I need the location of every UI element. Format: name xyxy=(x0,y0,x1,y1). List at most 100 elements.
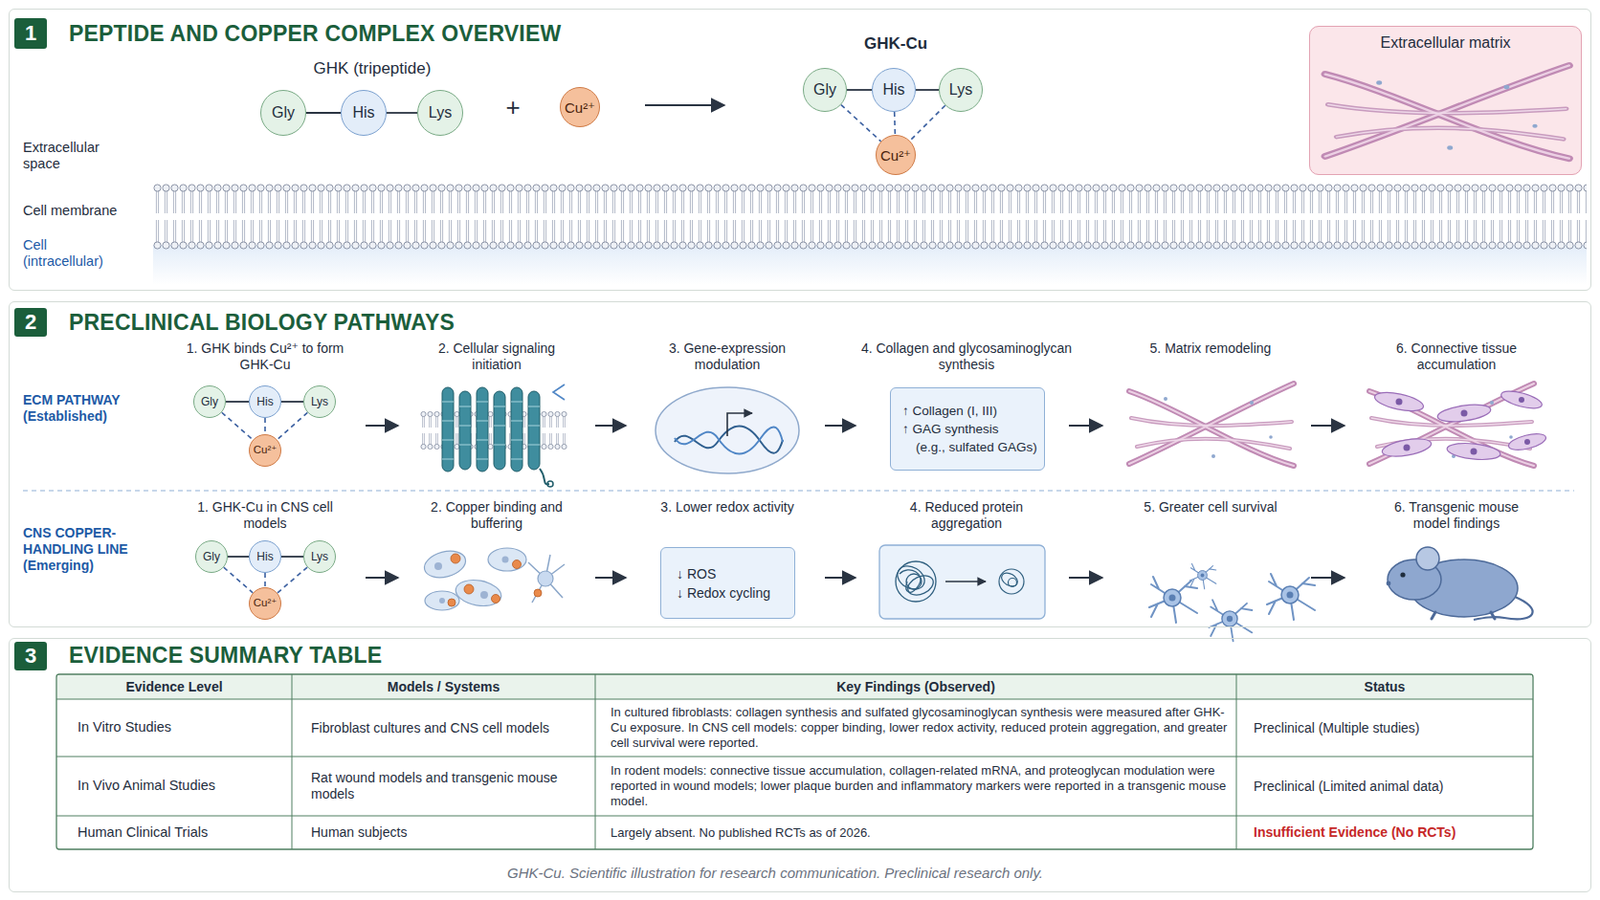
nucleus-illustration-part xyxy=(727,413,753,437)
aggregation-illustration-part xyxy=(945,580,986,583)
receptor-illustration-part xyxy=(553,384,565,400)
step-arrows-part xyxy=(595,577,626,579)
section-heading: PRECLINICAL BIOLOGY PATHWAYS xyxy=(68,309,1591,336)
coordination-bond xyxy=(264,418,267,435)
peptide-bond xyxy=(915,88,939,91)
connective-tissue-illustration-part-part xyxy=(1436,401,1492,425)
table-cell: In cultured fibroblasts: collagen synthe… xyxy=(610,699,1231,757)
receptor-illustration-part xyxy=(442,387,540,472)
nucleus-illustration xyxy=(655,387,800,474)
cns-cells-illustration-part xyxy=(537,571,554,587)
coordination-bond xyxy=(910,105,946,141)
evidence-table-part-part xyxy=(291,674,293,850)
neurons-illustration-part xyxy=(1266,574,1315,621)
cns-cells-illustration-part xyxy=(447,554,542,607)
aggregation-illustration xyxy=(879,545,1045,620)
matrix-box: Extracellular matrix xyxy=(1309,25,1582,176)
coordination-bond xyxy=(893,111,896,135)
peptide-bond xyxy=(846,88,872,91)
node-text: Extracellular matrix xyxy=(1310,34,1581,52)
table-cell: Models / Systems xyxy=(291,674,596,700)
membrane xyxy=(153,183,1587,286)
connective-tissue-illustration-part-part xyxy=(1373,389,1425,415)
ecm-illustration-part xyxy=(1309,25,1582,176)
connective-tissue-illustration-part-part xyxy=(1403,444,1411,452)
node-text: Gly xyxy=(813,82,837,98)
receptor-illustration-part-part xyxy=(476,387,489,472)
aggregation-illustration-part-part xyxy=(893,561,930,595)
membrane-part xyxy=(153,183,1587,250)
step-label: 5. Matrix remodeling xyxy=(1129,340,1292,357)
result-box: ↑ Collagen (I, III)↑ GAG synthesis(e.g.,… xyxy=(889,387,1045,471)
node-text: ↓ Redox cycling xyxy=(676,583,779,603)
cns-cells-illustration-part-part xyxy=(450,554,461,564)
cns-cells-illustration-part-part xyxy=(447,599,456,607)
mouse-illustration-part-part xyxy=(1431,612,1436,620)
table-cell: Rat wound models and transgenic mouse mo… xyxy=(311,756,589,817)
section-heading: PEPTIDE AND COPPER COMPLEX OVERVIEW xyxy=(68,20,1591,47)
table-cell: Evidence Level xyxy=(56,674,292,700)
section-heading: EVIDENCE SUMMARY TABLE xyxy=(68,642,1591,669)
table-cell: Status xyxy=(1236,674,1534,700)
cns-cells-illustration-part-part xyxy=(512,560,522,570)
cns-cells-illustration-part-part xyxy=(453,577,504,610)
peptide-bond xyxy=(281,400,304,403)
cns-cells-illustration-part xyxy=(434,556,510,605)
coordination-bond xyxy=(264,573,267,588)
evidence-table-part-part xyxy=(595,674,597,850)
amino-acid-circle: Gly xyxy=(195,540,228,574)
coordination-bond xyxy=(223,567,253,594)
table-cell: Key Findings (Observed) xyxy=(595,674,1237,700)
node-text: (e.g., sulfated GAGs) xyxy=(902,438,1033,457)
step-label: 2. Copper binding and buffering xyxy=(420,499,574,533)
ecm-illustration xyxy=(1309,25,1582,176)
node-text: ↑ GAG synthesis xyxy=(902,420,1033,439)
section-number: 3 xyxy=(14,642,47,671)
table-cell: In rodent models: connective tissue accu… xyxy=(610,756,1231,817)
node-text: Cu²⁺ xyxy=(253,598,278,610)
connective-tissue-illustration-part xyxy=(1373,388,1548,463)
node-text: Gly xyxy=(271,105,295,121)
connective-tissue-illustration xyxy=(1369,383,1548,467)
cns-cells-illustration-part-part xyxy=(480,591,489,600)
peptide-bond xyxy=(225,400,249,403)
cns-cells-illustration-part xyxy=(528,555,565,603)
cns-cells-illustration-part-part xyxy=(421,547,468,583)
table-cell: In Vitro Studies xyxy=(77,699,289,757)
cns-cells-illustration-part-part xyxy=(464,584,474,595)
amino-acid-circle: Lys xyxy=(303,540,336,574)
amino-acid-circle: Gly xyxy=(260,89,307,136)
evidence-table-part-part xyxy=(56,699,1534,701)
receptor-illustration-part-part xyxy=(493,406,506,445)
step-arrows xyxy=(365,425,1345,578)
connective-tissue-illustration-part-part xyxy=(1396,399,1403,406)
receptor-illustration-part-part xyxy=(459,391,471,470)
table-cell: Insufficient Evidence (No RCTs) xyxy=(1253,816,1527,850)
evidence-table-part-part xyxy=(1236,674,1238,850)
cns-cells-illustration-part-part xyxy=(528,555,565,603)
step-arrows-part xyxy=(365,424,399,427)
receptor-illustration-part-part xyxy=(528,406,540,445)
step-arrows-part xyxy=(1068,577,1103,579)
cns-cells-illustration-part-part xyxy=(434,562,443,571)
section-number-text: 2 xyxy=(24,310,37,335)
step-label: 1. GHK binds Cu²⁺ to form GHK-Cu xyxy=(183,340,347,374)
receptor-illustration-part-part xyxy=(493,391,506,470)
mouse-illustration-part-part xyxy=(1490,612,1495,620)
mouse-illustration-part xyxy=(1400,572,1405,578)
copper-ion-circle: Cu²⁺ xyxy=(248,434,282,467)
step-label: CNS COPPER-HANDLING LINE (Emerging) xyxy=(22,525,186,574)
receptor-illustration-part-part xyxy=(442,387,454,472)
table-cell: Human Clinical Trials xyxy=(77,816,289,850)
table-cell: Largely absent. No published RCTs as of … xyxy=(610,816,1231,850)
connective-tissue-illustration-part-part xyxy=(1445,441,1501,463)
matrix-remodeling-illustration xyxy=(1129,383,1294,467)
section-number-text: 1 xyxy=(24,21,37,46)
step-arrows-part xyxy=(595,424,626,427)
diagram-label: GHK-Cu xyxy=(828,34,963,54)
receptor-illustration-part-part xyxy=(528,391,540,470)
mouse-illustration-part xyxy=(1431,612,1495,620)
caption: GHK-Cu. Scientific illustration for rese… xyxy=(248,865,1302,883)
evidence-table-part xyxy=(56,674,1534,850)
receptor-illustration-part-part xyxy=(442,401,454,460)
